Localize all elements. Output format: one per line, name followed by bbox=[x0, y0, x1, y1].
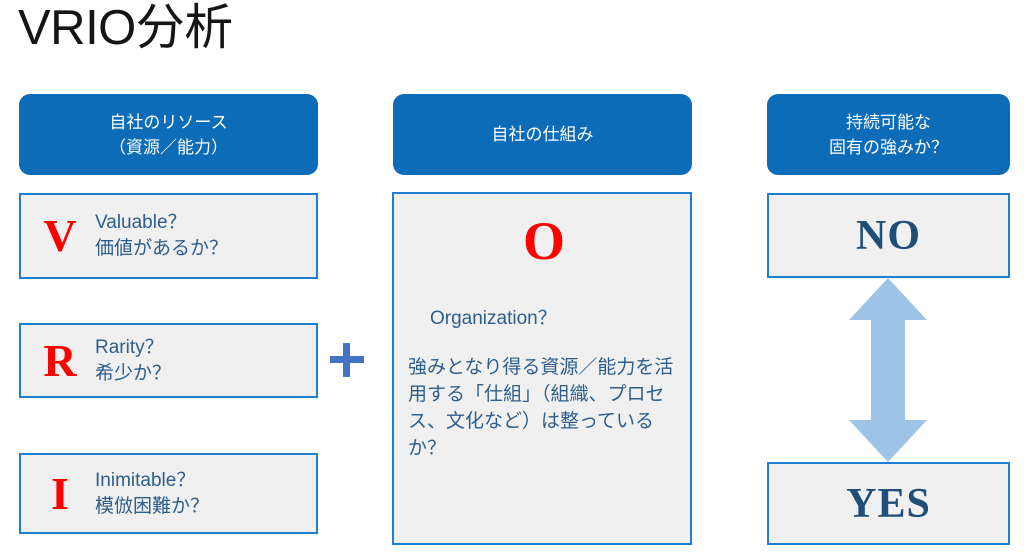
vrio-card-inimitable-en: Inimitable？ bbox=[95, 469, 196, 491]
vrio-card-rarity-text: Rarity？ 希少か？ bbox=[95, 335, 171, 387]
vrio-card-inimitable-text: Inimitable？ 模倣困難か？ bbox=[95, 468, 209, 520]
page-title: VRIO分析 bbox=[18, 1, 233, 55]
vrio-card-valuable-ja: 価値があるか？ bbox=[95, 238, 229, 259]
vrio-letter-r: R bbox=[43, 334, 77, 386]
column-header-resources-line1: 自社のリソース bbox=[109, 112, 228, 132]
verdict-label-no: NO bbox=[856, 212, 921, 259]
vrio-letter-o: O bbox=[522, 211, 565, 271]
vrio-card-valuable: V Valuable？ 価値があるか？ bbox=[19, 193, 318, 279]
vrio-card-rarity-ja: 希少か？ bbox=[95, 362, 172, 384]
vrio-card-rarity-en: Rarity？ bbox=[95, 336, 164, 358]
verdict-card-yes: YES bbox=[767, 462, 1010, 545]
vrio-card-valuable-text: Valuable？ 価値があるか？ bbox=[95, 210, 228, 262]
vrio-card-organization-ja: 強みとなり得る資源／能力を活用する「仕組」（組織、プロセス、文化など）は整ってい… bbox=[408, 357, 674, 459]
column-header-system: 自社の仕組み bbox=[393, 94, 692, 175]
vrio-card-valuable-en: Valuable？ bbox=[95, 212, 187, 233]
column-header-resources-line2: （資源／能力） bbox=[109, 137, 228, 157]
vrio-letter-i: I bbox=[51, 467, 69, 519]
column-header-resources-text: 自社のリソース （資源／能力） bbox=[109, 110, 228, 160]
verdict-label-yes: YES bbox=[846, 480, 931, 527]
vrio-letter-v: V bbox=[43, 210, 77, 261]
vrio-card-organization-en: Organization？ bbox=[430, 308, 557, 329]
plus-icon bbox=[330, 343, 364, 377]
column-header-resources: 自社のリソース （資源／能力） bbox=[19, 94, 318, 175]
column-header-strength-text: 持続可能な 固有の強みか？ bbox=[829, 110, 948, 160]
vrio-card-inimitable: I Inimitable？ 模倣困難か？ bbox=[19, 453, 318, 534]
column-header-strength: 持続可能な 固有の強みか？ bbox=[767, 94, 1010, 175]
vrio-card-organization: O Organization？ 強みとなり得る資源／能力を活用する「仕組」（組織… bbox=[392, 192, 692, 545]
column-header-system-text: 自社の仕組み bbox=[491, 125, 594, 144]
vrio-card-rarity: R Rarity？ 希少か？ bbox=[19, 323, 318, 398]
vrio-card-inimitable-ja: 模倣困難か？ bbox=[95, 495, 210, 517]
verdict-card-no: NO bbox=[767, 193, 1010, 278]
column-header-strength-line2: 固有の強みか？ bbox=[829, 137, 948, 157]
double-headed-vertical-arrow-icon bbox=[849, 278, 927, 462]
column-header-strength-line1: 持続可能な bbox=[846, 112, 931, 132]
